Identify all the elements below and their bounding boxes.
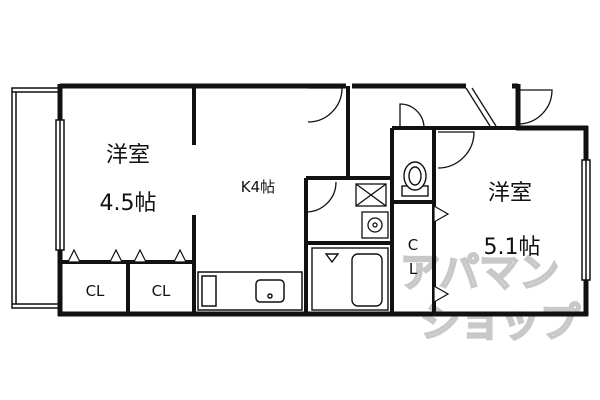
watermark-line-2: ショップ (420, 300, 580, 346)
east-bedroom-size: 5.1帖 (484, 235, 541, 260)
bathtub (311, 247, 389, 311)
west-bedroom-name: 洋室 (106, 143, 150, 168)
laundry-space (355, 183, 387, 207)
east-closet-label-bottom: L (409, 260, 418, 278)
east-closet-label-top: C (408, 236, 418, 254)
west-closet-1-label: CL (86, 282, 105, 300)
wash-basin (361, 211, 389, 239)
west-bedroom-size: 4.5帖 (100, 191, 157, 216)
east-bedroom-name: 洋室 (488, 181, 532, 206)
closet-door-markers (67, 204, 450, 304)
west-closet-2-label: CL (152, 282, 171, 300)
watermark-line-1: アパマン (400, 250, 559, 296)
interior-walls (62, 86, 520, 314)
kitchen-counter (197, 271, 303, 311)
doors (305, 87, 553, 213)
windows (55, 119, 591, 281)
room-labels: 洋室 4.5帖 K4帖 洋室 5.1帖 CL CL C L (86, 143, 541, 300)
balcony (11, 87, 61, 309)
kitchen-label: K4帖 (241, 178, 275, 196)
watermark-logo: アパマン ショップ (399, 249, 581, 347)
toilet (401, 161, 429, 197)
